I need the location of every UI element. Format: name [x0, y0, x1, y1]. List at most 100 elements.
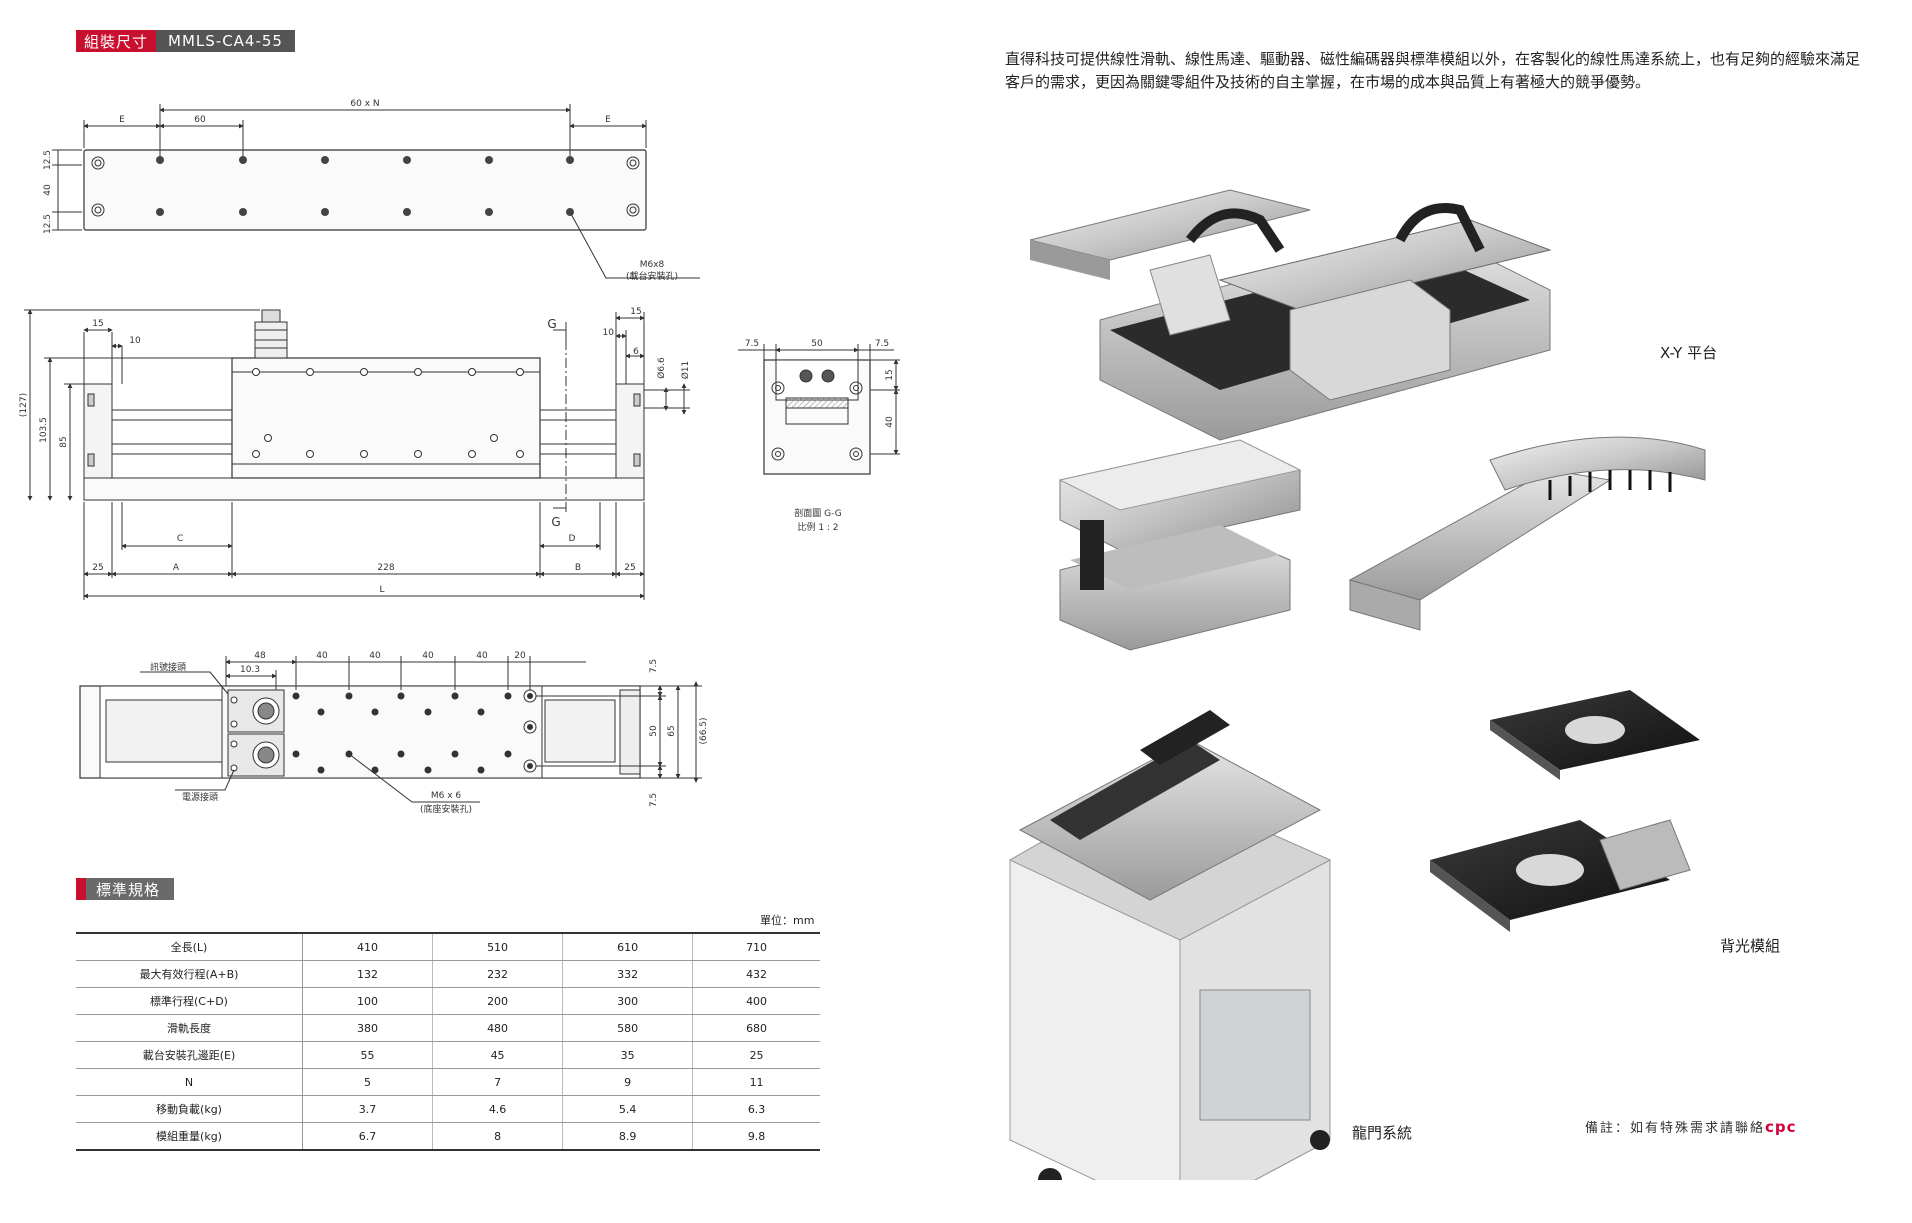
dim-103-5: 103.5	[39, 417, 49, 443]
dim-12-5-bottom: 12.5	[43, 214, 53, 234]
bottom-view	[79, 656, 702, 803]
cell: 5	[302, 1068, 434, 1096]
section-title: 組裝尺寸	[76, 30, 157, 52]
dim-side-10: 10	[129, 336, 141, 346]
callout-m6x6: M6 x 6	[431, 791, 462, 801]
cell: 380	[302, 1014, 434, 1042]
cell: 6.3	[692, 1095, 820, 1123]
callout-m6x8: M6x8	[640, 260, 665, 270]
cell: 710	[692, 932, 820, 961]
assembly-drawing: 60 x N E 60 E 12.5 40 12.5 M6x8 (載台安裝孔)	[19, 99, 900, 815]
cell: 610	[562, 932, 694, 961]
backlight-module-photo	[1430, 690, 1700, 932]
product-photos	[1008, 189, 1706, 1180]
brand-logo: cpc	[1765, 1118, 1797, 1136]
dim-bot-20: 20	[514, 651, 526, 661]
row-label: N	[76, 1068, 303, 1096]
dim-side-10-right: 10	[603, 328, 615, 338]
table-row: 標準行程(C+D) 100 200 300 400	[76, 987, 820, 1015]
cell: 332	[562, 960, 694, 988]
cell: 9.8	[692, 1122, 820, 1151]
side-view	[24, 309, 690, 600]
table-row: N 5 7 9 11	[76, 1068, 820, 1096]
row-label: 滑軌長度	[76, 1014, 303, 1042]
table-row: 載台安裝孔邊距(E) 55 45 35 25	[76, 1041, 820, 1069]
table-row: 模組重量(kg) 6.7 8 8.9 9.8	[76, 1122, 820, 1151]
dim-l: L	[379, 585, 384, 595]
dim-228: 228	[377, 563, 394, 573]
dim-sec-50: 50	[811, 339, 823, 349]
cell: 100	[302, 987, 434, 1015]
dim-bot-7-5-top: 7.5	[649, 659, 659, 673]
dim-bot-40-3: 40	[422, 651, 434, 661]
table-row: 移動負載(kg) 3.7 4.6 5.4 6.3	[76, 1095, 820, 1123]
dim-bot-40-2: 40	[369, 651, 381, 661]
row-label: 載台安裝孔邊距(E)	[76, 1041, 303, 1069]
cross-stage-photo	[1058, 439, 1302, 651]
model-name: MMLS-CA4-55	[156, 30, 295, 52]
section-mark-g-top: G	[547, 317, 556, 331]
section-mark-g-bottom: G	[551, 515, 560, 529]
dim-40-top: 40	[43, 184, 53, 196]
power-connector-label: 電源接頭	[182, 791, 218, 803]
row-label: 模組重量(kg)	[76, 1122, 303, 1151]
dim-side-6: 6	[633, 347, 639, 357]
dim-sec-40: 40	[885, 416, 895, 428]
dim-side-15-right: 15	[630, 307, 641, 317]
dim-dia-6-6: Ø6.6	[656, 357, 667, 379]
table-row: 全長(L) 410 510 610 710	[76, 932, 820, 961]
dim-25-right: 25	[624, 563, 635, 573]
dim-b: B	[575, 563, 581, 573]
rotary-module-photo	[1348, 436, 1706, 631]
dim-bot-40-1: 40	[316, 651, 328, 661]
dim-dia-11: Ø11	[680, 361, 691, 380]
dim-side-15: 15	[92, 319, 103, 329]
cell: 9	[562, 1068, 694, 1096]
dim-sec-7-5-right: 7.5	[875, 339, 889, 349]
cell: 45	[432, 1041, 564, 1069]
table-row: 滑軌長度 380 480 580 680	[76, 1014, 820, 1042]
dim-127: (127)	[19, 393, 29, 417]
callout-base-holes: (底座安裝孔)	[420, 803, 472, 815]
row-label: 最大有效行程(A+B)	[76, 960, 303, 988]
section-header-specs: 標準規格	[76, 878, 175, 900]
cell: 6.7	[302, 1122, 434, 1151]
cell: 35	[562, 1041, 694, 1069]
top-view	[52, 104, 700, 279]
dim-a: A	[173, 563, 180, 573]
red-accent-bar	[76, 878, 86, 900]
cell: 7	[432, 1068, 564, 1096]
section-view	[738, 344, 900, 475]
dim-60: 60	[194, 115, 206, 125]
dim-sec-7-5-left: 7.5	[745, 339, 759, 349]
contact-note: 備註：如有特殊需求請聯絡cpc	[1585, 1117, 1797, 1136]
cell: 232	[432, 960, 564, 988]
spec-table: 全長(L) 410 510 610 710 最大有效行程(A+B) 132 23…	[76, 932, 820, 1151]
dim-85: 85	[59, 436, 69, 447]
cell: 480	[432, 1014, 564, 1042]
cell: 410	[302, 932, 434, 961]
cell: 8	[432, 1122, 564, 1151]
dim-bot-65: 65	[667, 725, 677, 736]
cell: 580	[562, 1014, 694, 1042]
cell: 25	[692, 1041, 820, 1069]
unit-label: 單位：mm	[760, 914, 815, 927]
dim-bot-50: 50	[649, 725, 659, 737]
table-row: 最大有效行程(A+B) 132 232 332 432	[76, 960, 820, 988]
section-caption: 剖面圖 G-G	[794, 507, 841, 519]
section-header-assembly: 組裝尺寸 MMLS-CA4-55	[76, 30, 295, 52]
cell: 5.4	[562, 1095, 694, 1123]
row-label: 標準行程(C+D)	[76, 987, 303, 1015]
dim-bot-10-3: 10.3	[240, 665, 260, 675]
cell: 432	[692, 960, 820, 988]
xy-stage-photo	[1029, 189, 1552, 441]
dim-bot-48: 48	[254, 651, 266, 661]
label-gantry: 龍門系統	[1352, 1124, 1413, 1142]
cell: 55	[302, 1041, 434, 1069]
intro-paragraph: 直得科技可提供線性滑軌、線性馬達、驅動器、磁性編碼器與標準模組以外，在客製化的線…	[1005, 50, 1861, 91]
dim-bot-40-4: 40	[476, 651, 488, 661]
cell: 8.9	[562, 1122, 694, 1151]
section-title: 標準規格	[86, 878, 175, 900]
dim-12-5-top: 12.5	[43, 150, 53, 170]
callout-mount-holes: (載台安裝孔)	[626, 270, 678, 282]
